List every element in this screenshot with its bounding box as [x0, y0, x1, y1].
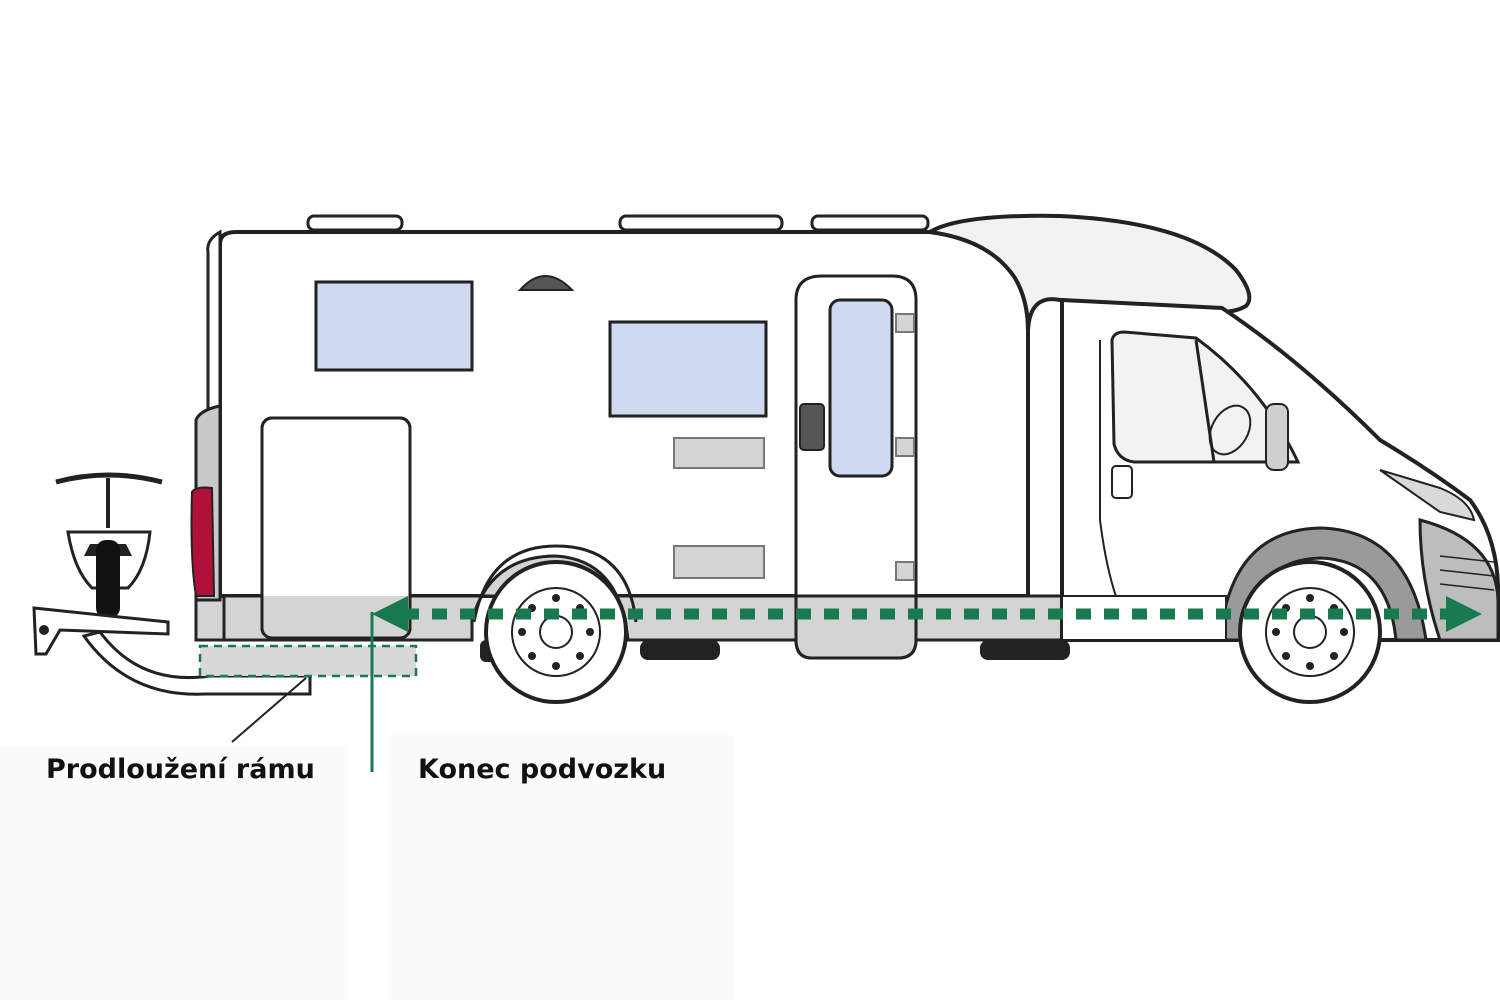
- bike-rack-icon: [32, 472, 312, 696]
- roof-vents: [306, 214, 930, 232]
- front-wheel: [1238, 560, 1382, 704]
- steering-wheel-icon: [1208, 404, 1252, 456]
- background-panel-left: [0, 745, 345, 1000]
- entry-door: [794, 274, 918, 660]
- double-arrow-icon: [372, 596, 1482, 632]
- tail-light: [190, 486, 216, 597]
- middle-window: [608, 320, 768, 418]
- rear-wheel: [484, 560, 628, 704]
- frame-extension-leader: [231, 677, 307, 743]
- background-panel-right: [388, 735, 733, 1000]
- headlight-icon: [1379, 469, 1476, 522]
- door-window: [828, 298, 894, 478]
- front-bumper: [1418, 518, 1500, 642]
- chassis-end-label: Konec podvozku: [418, 754, 667, 785]
- chassis-parts: [480, 640, 1070, 662]
- mirror-icon: [1265, 403, 1289, 471]
- frame-extension-label: Prodloužení rámu: [46, 754, 315, 785]
- cab-alcove: [924, 213, 1252, 331]
- rear-window: [314, 280, 474, 372]
- frame-extension-area: [198, 644, 418, 678]
- roof-light-icon: [517, 275, 575, 291]
- windows: [314, 280, 768, 418]
- service-hatches: [673, 437, 765, 579]
- door-handle-icon: [799, 403, 825, 451]
